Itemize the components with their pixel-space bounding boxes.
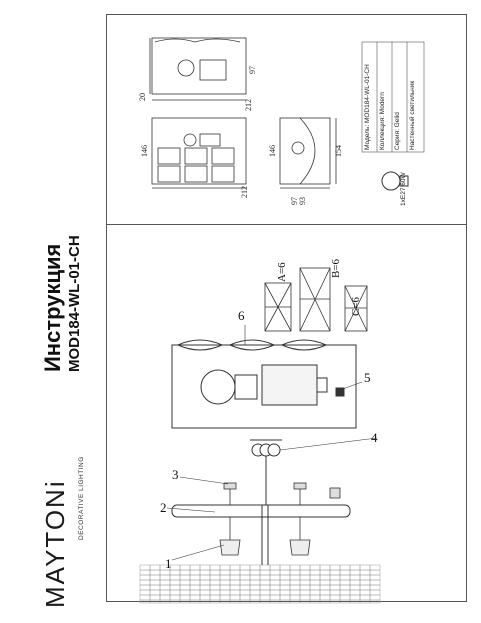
wall-hatching (139, 564, 381, 604)
dimension-view-top (149, 37, 247, 101)
info-table (361, 41, 425, 153)
dim-front-width: 212 (240, 186, 249, 198)
part-a-label: A=6 (276, 262, 288, 282)
dimension-view-side (279, 117, 337, 189)
terminal-block (250, 439, 282, 505)
screws (223, 482, 341, 505)
section-divider (106, 224, 467, 225)
part-b-label: B=6 (330, 258, 342, 278)
dim-side-total: 154 (334, 145, 343, 157)
info-collection: Коллекция: Modern (379, 92, 386, 150)
parts-crystals (264, 267, 368, 332)
info-type: Настенный светильник (409, 80, 416, 150)
dim-front-height: 146 (140, 145, 149, 157)
info-model: Модель: MOD184-WL-01-CH (364, 64, 371, 150)
model-number: MOD184-WL-01-CH (66, 235, 83, 372)
wall-dowels (219, 517, 311, 556)
brand-tagline: DECORATIVE LIGHTING (78, 456, 85, 540)
document-frame (106, 14, 467, 602)
callout-2: 2 (160, 500, 167, 515)
dim-top-height: 97 (248, 66, 257, 74)
brand-logo: MAYTONi (40, 479, 70, 608)
callout-lines (166, 325, 378, 561)
lamp-body (171, 339, 357, 429)
callout-3: 3 (172, 467, 179, 482)
callout-1: 1 (165, 556, 172, 571)
bulb-spec: 1xE27 60W (400, 172, 407, 206)
dim-top-width: 212 (244, 99, 253, 111)
document-title: Инструкция (40, 243, 65, 372)
dimension-view-front (151, 117, 247, 189)
mounting-plate (171, 504, 351, 565)
callout-4: 4 (371, 430, 378, 445)
lightbulb-icon (381, 171, 409, 191)
dim-side-height: 146 (268, 145, 277, 157)
dim-top-depth: 20 (138, 93, 147, 101)
part-c-label: C=6 (350, 296, 362, 316)
info-series: Серия: Gelid (394, 112, 401, 150)
callout-5: 5 (364, 370, 371, 385)
dim-side-width: 93 (298, 197, 307, 205)
callout-6: 6 (238, 308, 245, 323)
